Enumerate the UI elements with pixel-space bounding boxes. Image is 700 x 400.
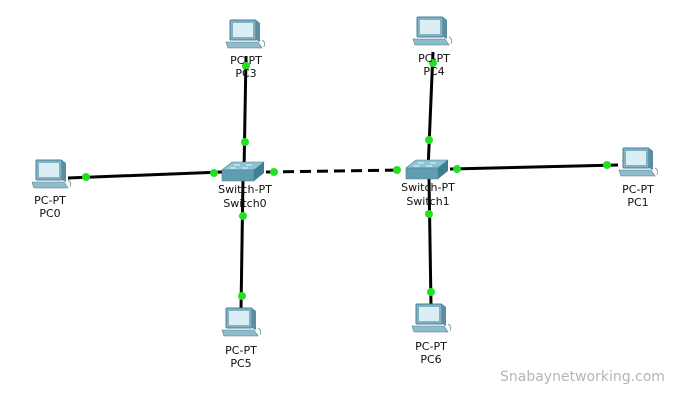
switch0[interactable] (221, 161, 265, 182)
pc5[interactable] (221, 307, 262, 337)
pc-icon (618, 147, 659, 177)
watermark: Snabaynetworking.com (500, 369, 665, 385)
pc6[interactable] (411, 303, 452, 333)
pc5-name-label: PC5 (230, 357, 251, 370)
link-pc1-switch1[interactable] (449, 163, 619, 171)
switch-icon (221, 161, 265, 182)
pc0-type-label: PC-PT (34, 194, 66, 207)
link-pc3-switch0[interactable] (242, 55, 248, 173)
port-up-indicator (242, 62, 250, 70)
pc3-name-label: PC3 (235, 67, 256, 80)
port-up-indicator (453, 165, 461, 173)
pc0[interactable] (31, 159, 72, 189)
switch0-type-label: Switch-PT (218, 183, 272, 196)
pc-icon (31, 159, 72, 189)
pc5-type-label: PC-PT (225, 344, 257, 357)
pc4[interactable] (412, 16, 453, 46)
port-up-indicator (238, 292, 246, 300)
switch-icon (405, 159, 449, 180)
switch0-name-label: Switch0 (223, 197, 266, 210)
link-pc6-switch1[interactable] (427, 177, 433, 306)
pc1[interactable] (618, 147, 659, 177)
port-up-indicator (603, 161, 611, 169)
pc4-type-label: PC-PT (418, 52, 450, 65)
port-up-indicator (210, 169, 218, 177)
pc3[interactable] (225, 19, 266, 49)
port-up-indicator (425, 210, 433, 218)
pc6-type-label: PC-PT (415, 340, 447, 353)
pc6-name-label: PC6 (420, 353, 441, 366)
switch1[interactable] (405, 159, 449, 180)
pc-icon (221, 307, 262, 337)
pc4-name-label: PC4 (423, 65, 444, 78)
pc1-type-label: PC-PT (622, 183, 654, 196)
port-up-indicator (427, 288, 435, 296)
port-up-indicator (429, 59, 437, 67)
port-up-indicator (82, 173, 90, 181)
port-up-indicator (239, 212, 247, 220)
pc-icon (411, 303, 452, 333)
pc0-name-label: PC0 (39, 207, 60, 220)
link-pc5-switch0[interactable] (239, 177, 245, 311)
switch1-name-label: Switch1 (406, 195, 449, 208)
pc-icon (412, 16, 453, 46)
link-pc0-switch0[interactable] (67, 170, 223, 180)
port-up-indicator (241, 138, 249, 146)
port-up-indicator (393, 166, 401, 174)
pc3-type-label: PC-PT (230, 54, 262, 67)
switch1-type-label: Switch-PT (401, 181, 455, 194)
pc1-name-label: PC1 (627, 196, 648, 209)
port-up-indicator (270, 168, 278, 176)
link-pc4-switch1[interactable] (426, 51, 435, 171)
link-switch0-switch1[interactable] (265, 168, 403, 174)
port-up-indicator (425, 136, 433, 144)
pc-icon (225, 19, 266, 49)
